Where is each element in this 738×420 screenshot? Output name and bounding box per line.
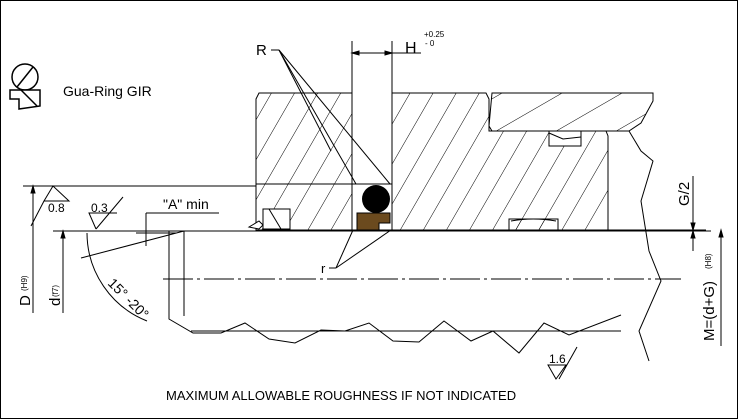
gua-ring-profile [356,212,391,231]
label-H-tol-lower: - 0 [425,39,435,48]
label-R: R [256,42,267,59]
housing-left [247,92,353,231]
roughness-bore: 0.8 [48,201,65,215]
label-H: H [405,40,417,57]
reference-lines [23,41,724,380]
product-title: Gua-Ring GIR [63,83,152,99]
label-d: d [47,298,64,306]
label-H-tol-upper: +0.25 [424,30,445,39]
gua-ring-symbol-icon [9,63,41,110]
roughness-rod: 0.3 [91,201,108,215]
label-M: M=(d+G) [701,281,718,341]
roughness-general: 1.6 [549,352,566,366]
label-r: r [321,261,326,276]
label-A-min: "A" min [163,196,209,212]
seal-groove [351,183,393,231]
label-chamfer-angle: 15° -20° [105,275,152,322]
label-D-fit: (H9) [20,275,29,291]
guide-ring-left [262,208,291,230]
label-D: D [17,295,34,306]
label-d-fit: (f7) [51,285,60,297]
housing-right [391,92,654,231]
label-G-half: G/2 [676,182,693,206]
o-ring [362,185,390,213]
label-M-fit: (H8) [704,253,713,269]
footer-note: MAXIMUM ALLOWABLE ROUGHNESS IF NOT INDIC… [166,388,516,403]
